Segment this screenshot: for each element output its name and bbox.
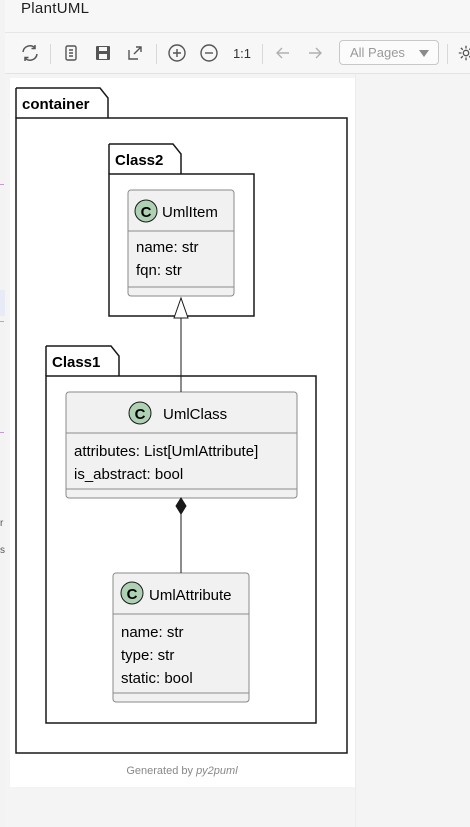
- zoom-actual-size-button[interactable]: 1:1: [229, 41, 255, 65]
- refresh-button[interactable]: [17, 41, 43, 65]
- arrow-left-icon: [276, 47, 289, 59]
- class-stereotype: C: [141, 204, 152, 221]
- arrow-right-icon: [309, 47, 322, 59]
- class-attribute: attributes: List[UmlAttribute]: [74, 443, 258, 460]
- left-panel-selection: [0, 290, 5, 316]
- left-panel-accent: [0, 432, 4, 433]
- toolbar-separator: [447, 44, 448, 64]
- package-label: Class1: [52, 354, 100, 371]
- title-bar: PlantUML: [5, 0, 470, 33]
- class-attribute: static: bool: [121, 670, 193, 687]
- save-button[interactable]: [91, 41, 115, 65]
- toolbar-separator: [156, 44, 157, 64]
- composition-diamond: [175, 497, 187, 515]
- settings-button[interactable]: [457, 41, 470, 65]
- toolbar-separator: [262, 44, 263, 64]
- class-name: UmlItem: [162, 204, 218, 221]
- relation-inheritance: [173, 296, 189, 392]
- zoom-out-button[interactable]: [197, 41, 221, 65]
- toolbar: 1:1 All Pages: [5, 33, 470, 74]
- open-external-button[interactable]: [123, 41, 147, 65]
- class-circle-icon: [134, 199, 158, 223]
- left-panel-accent: [0, 184, 4, 185]
- refresh-icon: [22, 45, 38, 61]
- relation-composition: [175, 497, 187, 573]
- class-attribute: name: str: [121, 624, 184, 641]
- left-panel-fragment: s: [0, 545, 5, 556]
- class-circle-icon: [128, 401, 152, 425]
- class-umlattribute: C UmlAttribute name: str type: str stati…: [112, 572, 250, 703]
- previous-page-button[interactable]: [271, 41, 295, 65]
- toolbar-separator: [50, 44, 51, 64]
- gear-icon: [458, 45, 470, 61]
- class-stereotype: C: [135, 406, 146, 423]
- package-label: container: [22, 96, 90, 113]
- package-tab: [46, 345, 120, 376]
- class-name: UmlClass: [163, 406, 227, 423]
- class-attribute: fqn: str: [136, 262, 182, 279]
- zoom-out-icon: [200, 44, 218, 62]
- open-external-icon: [128, 46, 142, 60]
- copy-button[interactable]: [59, 41, 83, 65]
- diagram-footer: Generated by py2puml: [126, 765, 238, 777]
- copy-icon: [65, 45, 77, 61]
- inheritance-arrowhead: [173, 296, 189, 319]
- window-title: PlantUML: [21, 0, 90, 17]
- uml-diagram: container Class2 Class1 C UmlItem name: …: [10, 78, 355, 787]
- package-tab: [16, 87, 109, 118]
- chevron-down-icon: [419, 50, 429, 57]
- package-label: Class2: [115, 152, 163, 169]
- class-attribute: is_abstract: bool: [74, 466, 183, 483]
- class-attribute: type: str: [121, 647, 174, 664]
- zoom-in-icon: [168, 44, 186, 62]
- zoom-in-button[interactable]: [165, 41, 189, 65]
- next-page-button[interactable]: [303, 41, 327, 65]
- package-body: [15, 117, 348, 754]
- class-attribute: name: str: [136, 239, 199, 256]
- zoom-actual-label: 1:1: [232, 45, 252, 61]
- left-panel-accent: [0, 321, 4, 322]
- class-umlclass: C UmlClass attributes: List[UmlAttribute…: [65, 391, 298, 499]
- class-umlitem: C UmlItem name: str fqn: str: [127, 189, 235, 297]
- preview-divider: [355, 74, 356, 827]
- left-panel-fragment: r: [0, 518, 4, 529]
- class-circle-icon: [120, 581, 144, 605]
- class-name: UmlAttribute: [149, 587, 232, 604]
- package-container: container: [15, 87, 348, 754]
- save-icon: [96, 46, 110, 60]
- package-tab: [109, 143, 182, 174]
- class-stereotype: C: [127, 586, 138, 603]
- page-select[interactable]: All Pages: [339, 40, 439, 65]
- page-select-value: All Pages: [350, 45, 405, 60]
